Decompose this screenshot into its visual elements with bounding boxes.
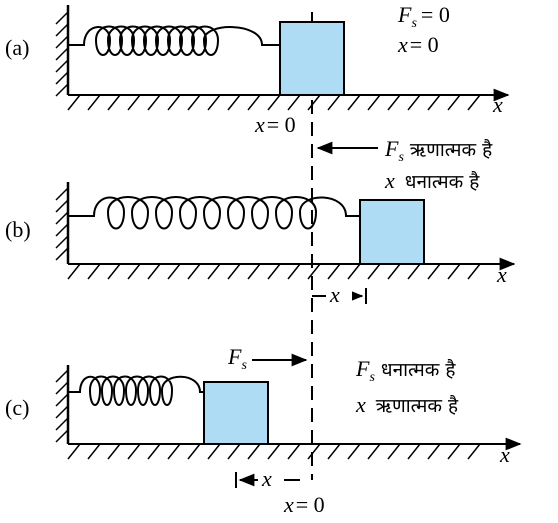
panel-c-displacement-label: x (261, 466, 272, 491)
panel-a-force-label: Fs= 0 (397, 2, 450, 31)
panel-a-x-label: x= 0 (397, 32, 439, 57)
panel-a-block (279, 21, 345, 96)
origin-label-top: x= 0 (254, 112, 296, 137)
panel-a-wall-hatch (55, 11, 69, 97)
panel-c-displacement-label-bg (258, 468, 284, 490)
panel-b-spring (68, 196, 360, 230)
panel-c-force-arrow-label: Fs (227, 344, 247, 373)
panel-b-axis-label: x (496, 262, 507, 287)
panel-c-axis-label: x (499, 442, 510, 467)
origin-label-bottom: x= 0 (283, 492, 325, 517)
panel-a-axis-label: x (492, 92, 503, 117)
panel-b-displacement-label: x (329, 282, 340, 307)
panel-a-spring (68, 25, 280, 56)
panel-b-floor-hatch (67, 263, 481, 280)
panel-a: (a) x Fs= 0 x= 0 (5, 2, 510, 117)
panel-c-wall-hatch (55, 369, 69, 443)
panel-c-floor-hatch (67, 443, 481, 460)
panel-b-wall-hatch (55, 187, 69, 261)
panel-b-displacement-label-bg (326, 284, 352, 306)
panel-c-spring (68, 375, 204, 406)
panel-b-block (359, 199, 425, 265)
panel-c-label: (c) (5, 395, 29, 420)
panel-b-label: (b) (5, 217, 31, 242)
panel-c-block (203, 381, 269, 445)
panel-a-label: (a) (5, 35, 29, 60)
panel-a-floor-hatch (67, 94, 481, 111)
